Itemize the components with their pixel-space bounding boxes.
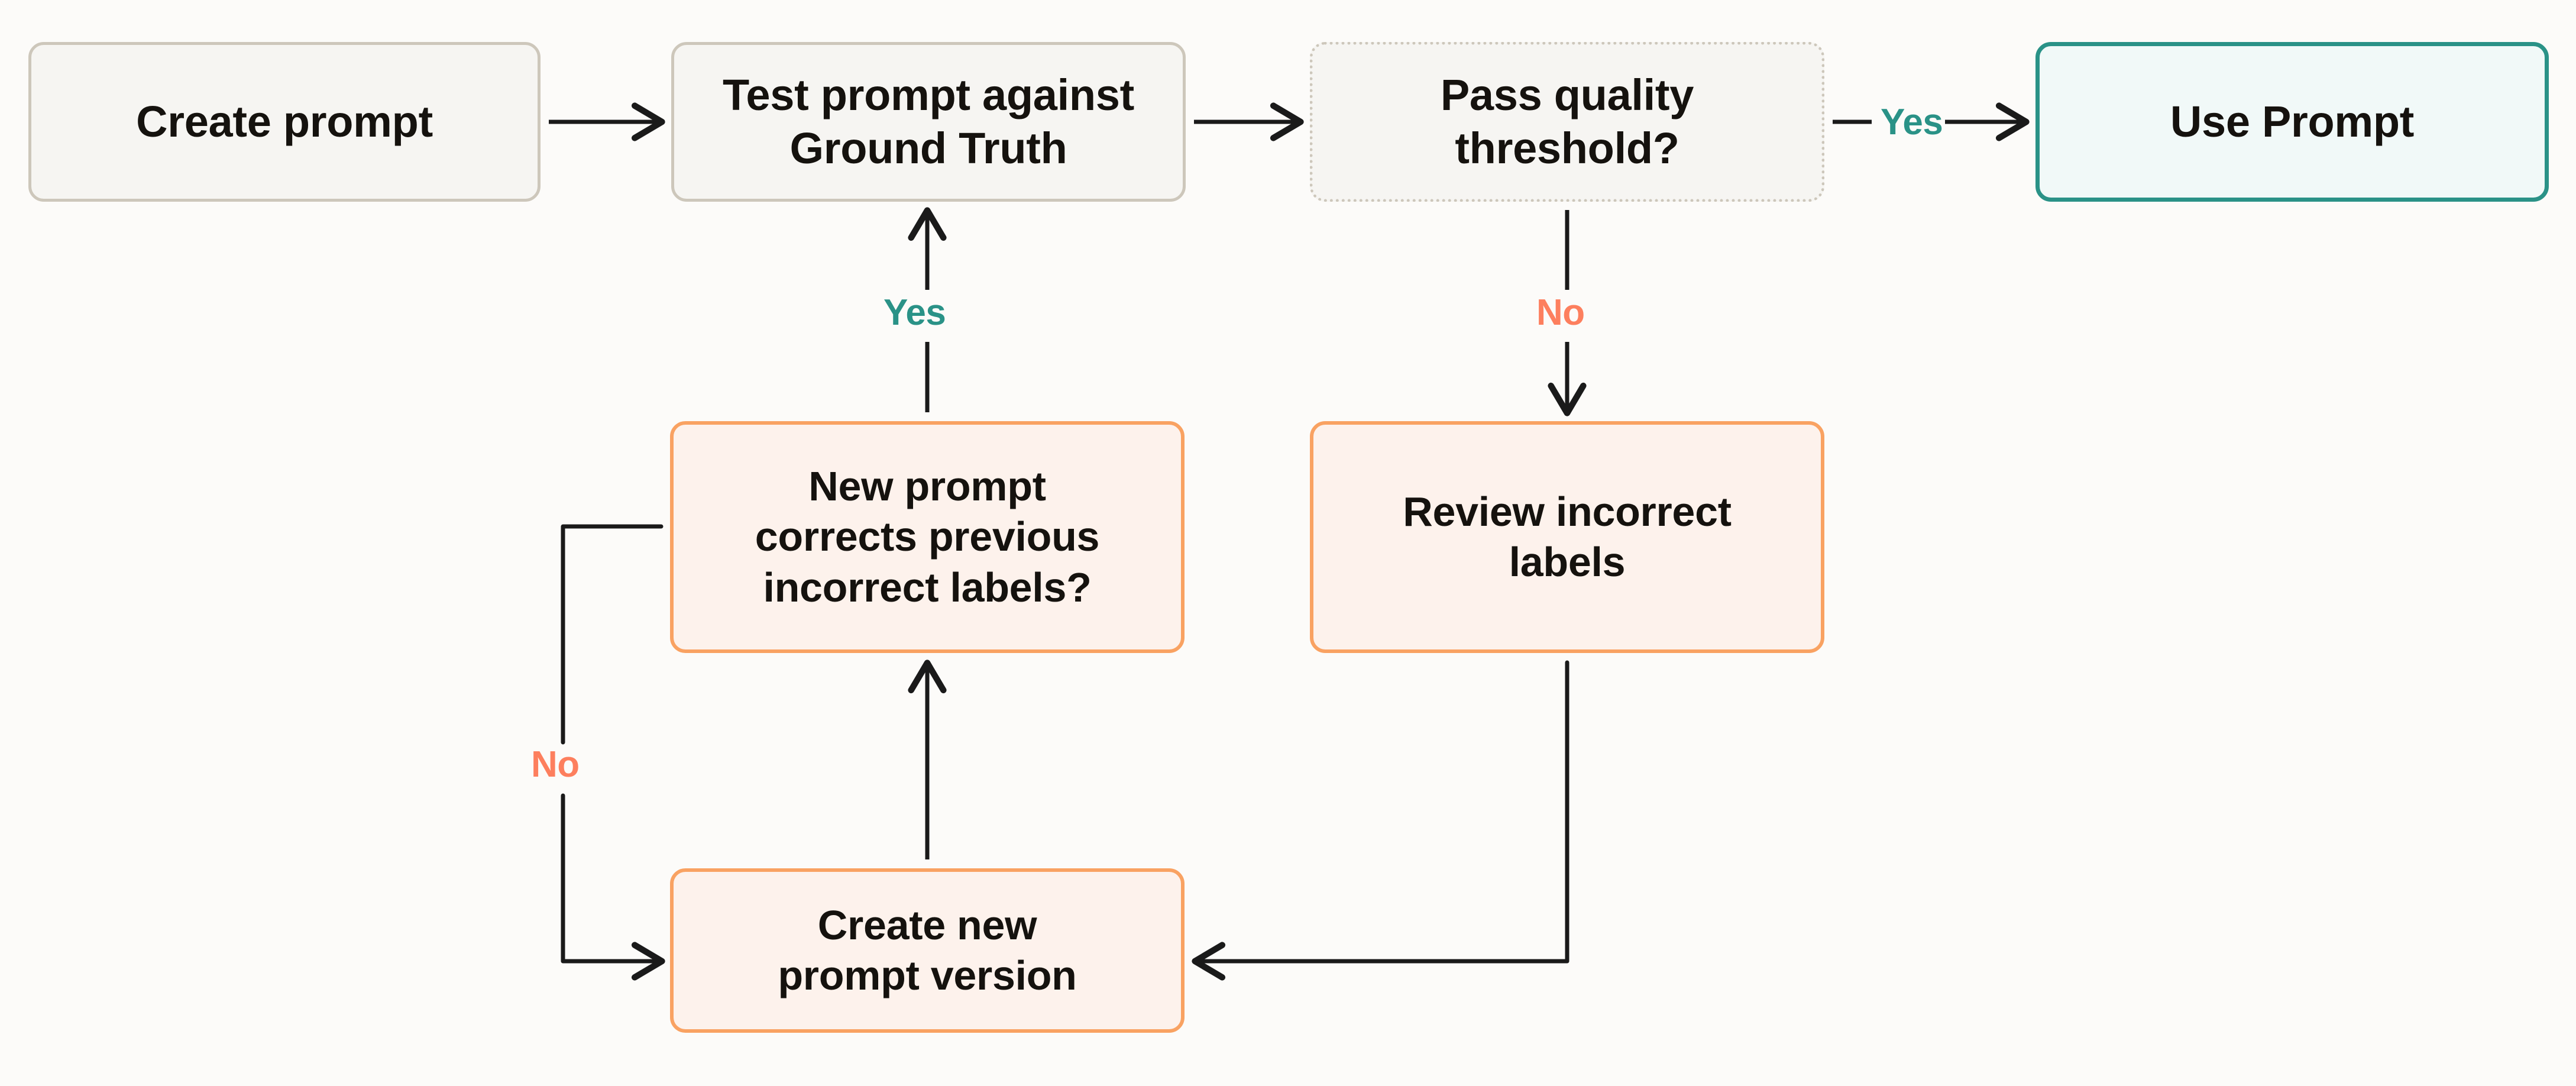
node-test-prompt-against-ground-truth[interactable]: Test prompt against Ground Truth [671, 42, 1186, 202]
node-review-incorrect-labels[interactable]: Review incorrect labels [1310, 421, 1824, 653]
edge-label-yes-pass-quality: Yes [1881, 102, 1943, 143]
edge-label-yes-corrects: Yes [884, 292, 946, 333]
node-create-new-prompt-version[interactable]: Create new prompt version [670, 868, 1185, 1033]
edge-review-to-newver [1192, 660, 1569, 981]
edge-corrects-no-segment-bottom [561, 793, 665, 981]
edge-label-no-corrects: No [531, 744, 580, 785]
node-new-prompt-corrects-previous-incorrect-labels[interactable]: New prompt corrects previous incorrect l… [670, 421, 1185, 653]
node-create-prompt[interactable]: Create prompt [28, 42, 541, 202]
node-use-prompt[interactable]: Use Prompt [2035, 42, 2549, 202]
node-pass-quality-threshold[interactable]: Pass quality threshold? [1310, 42, 1824, 202]
edge-corrects-no-segment-top [561, 524, 664, 745]
edge-label-no-pass-quality: No [1536, 292, 1585, 333]
